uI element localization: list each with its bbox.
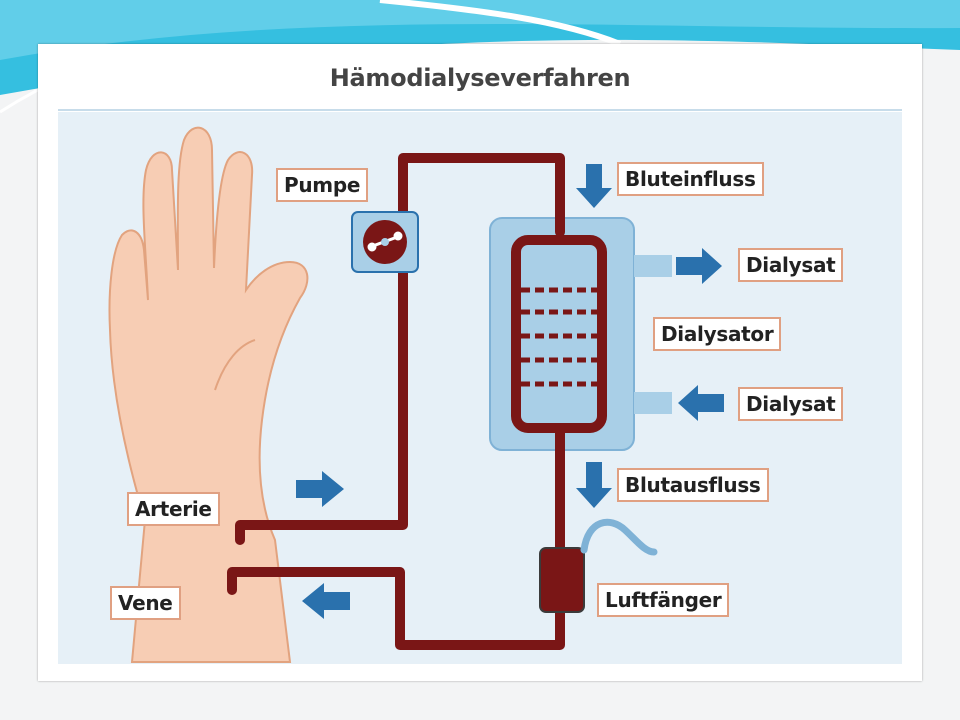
- label-bluteinfluss: Bluteinfluss: [617, 162, 764, 196]
- label-vene: Vene: [110, 586, 181, 620]
- hand-crease: [214, 339, 256, 391]
- dialyzer-outlet-port: [634, 255, 672, 277]
- label-dialysat-in: Dialysat: [738, 387, 844, 421]
- arrow-right-arterial-icon: [296, 471, 344, 507]
- arrow-left-venous-icon: [302, 583, 350, 619]
- pump-axle: [381, 238, 389, 246]
- air-trap: [539, 547, 585, 613]
- dialyzer-fibers: [521, 287, 597, 387]
- label-dialysator: Dialysator: [653, 317, 782, 351]
- label-dialysat-out: Dialysat: [738, 248, 844, 282]
- arterial-line: [235, 153, 565, 545]
- label-pumpe: Pumpe: [276, 168, 369, 202]
- arrow-left-dialysate-in-icon: [678, 385, 724, 421]
- arrow-right-dialysate-out-icon: [676, 248, 722, 284]
- label-blutausfluss: Blutausfluss: [617, 468, 769, 502]
- air-trap-tube: [580, 518, 658, 556]
- label-arterie: Arterie: [127, 492, 220, 526]
- label-luftfaenger: Luftfänger: [597, 583, 730, 617]
- wave-swoosh: [379, 0, 622, 47]
- top-wave-highlight: [0, 0, 960, 60]
- arrow-down-outflow-icon: [576, 462, 612, 508]
- diagram-title: Hämodialyseverfahren: [329, 64, 631, 92]
- arrow-down-inflow-icon: [576, 164, 612, 208]
- dialyzer-inlet-port: [634, 392, 672, 414]
